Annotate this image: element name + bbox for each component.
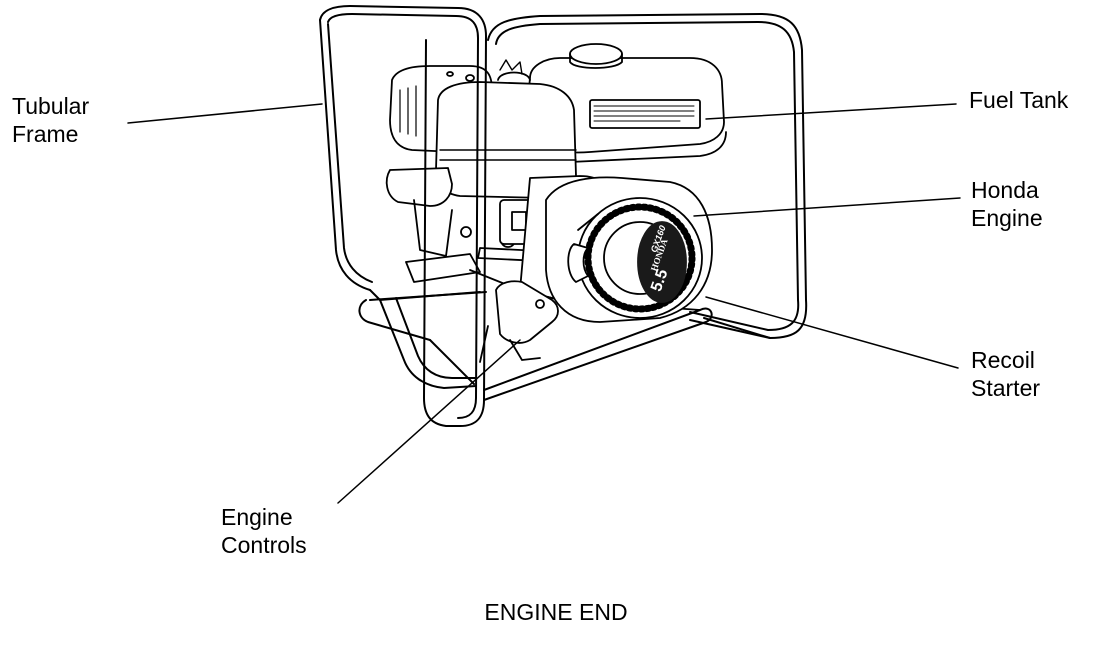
label-line: Controls bbox=[221, 532, 307, 558]
label-engine-controls: Engine Controls bbox=[221, 503, 307, 559]
leader-tubular-frame bbox=[127, 103, 323, 124]
leader-fuel-tank bbox=[705, 103, 957, 120]
front-frame bbox=[319, 5, 771, 427]
engine-controls-bracket bbox=[479, 280, 559, 363]
label-line: Starter bbox=[971, 375, 1041, 401]
label-line: Honda bbox=[971, 177, 1039, 203]
fuel-tank bbox=[521, 43, 727, 163]
leader-lines bbox=[127, 103, 961, 504]
label-line: Frame bbox=[12, 121, 79, 147]
label-line: Fuel Tank bbox=[969, 87, 1069, 113]
label-line: Engine bbox=[221, 504, 293, 530]
label-recoil-starter: Recoil Starter bbox=[971, 346, 1040, 402]
rear-frame bbox=[487, 13, 808, 339]
label-line: Recoil bbox=[971, 347, 1035, 373]
label-fuel-tank: Fuel Tank bbox=[969, 86, 1068, 114]
badge-power: 5.5 bbox=[648, 267, 672, 294]
label-line: Tubular bbox=[12, 93, 90, 119]
label-tubular-frame: Tubular Frame bbox=[12, 92, 89, 148]
label-honda-engine: Honda Engine bbox=[971, 176, 1043, 232]
engine-badge bbox=[637, 221, 687, 303]
figure-caption: ENGINE END bbox=[484, 599, 628, 625]
leader-honda-engine bbox=[693, 197, 961, 217]
leader-recoil-starter bbox=[705, 296, 959, 369]
leader-engine-controls bbox=[337, 339, 521, 504]
label-line: Engine bbox=[971, 205, 1043, 231]
